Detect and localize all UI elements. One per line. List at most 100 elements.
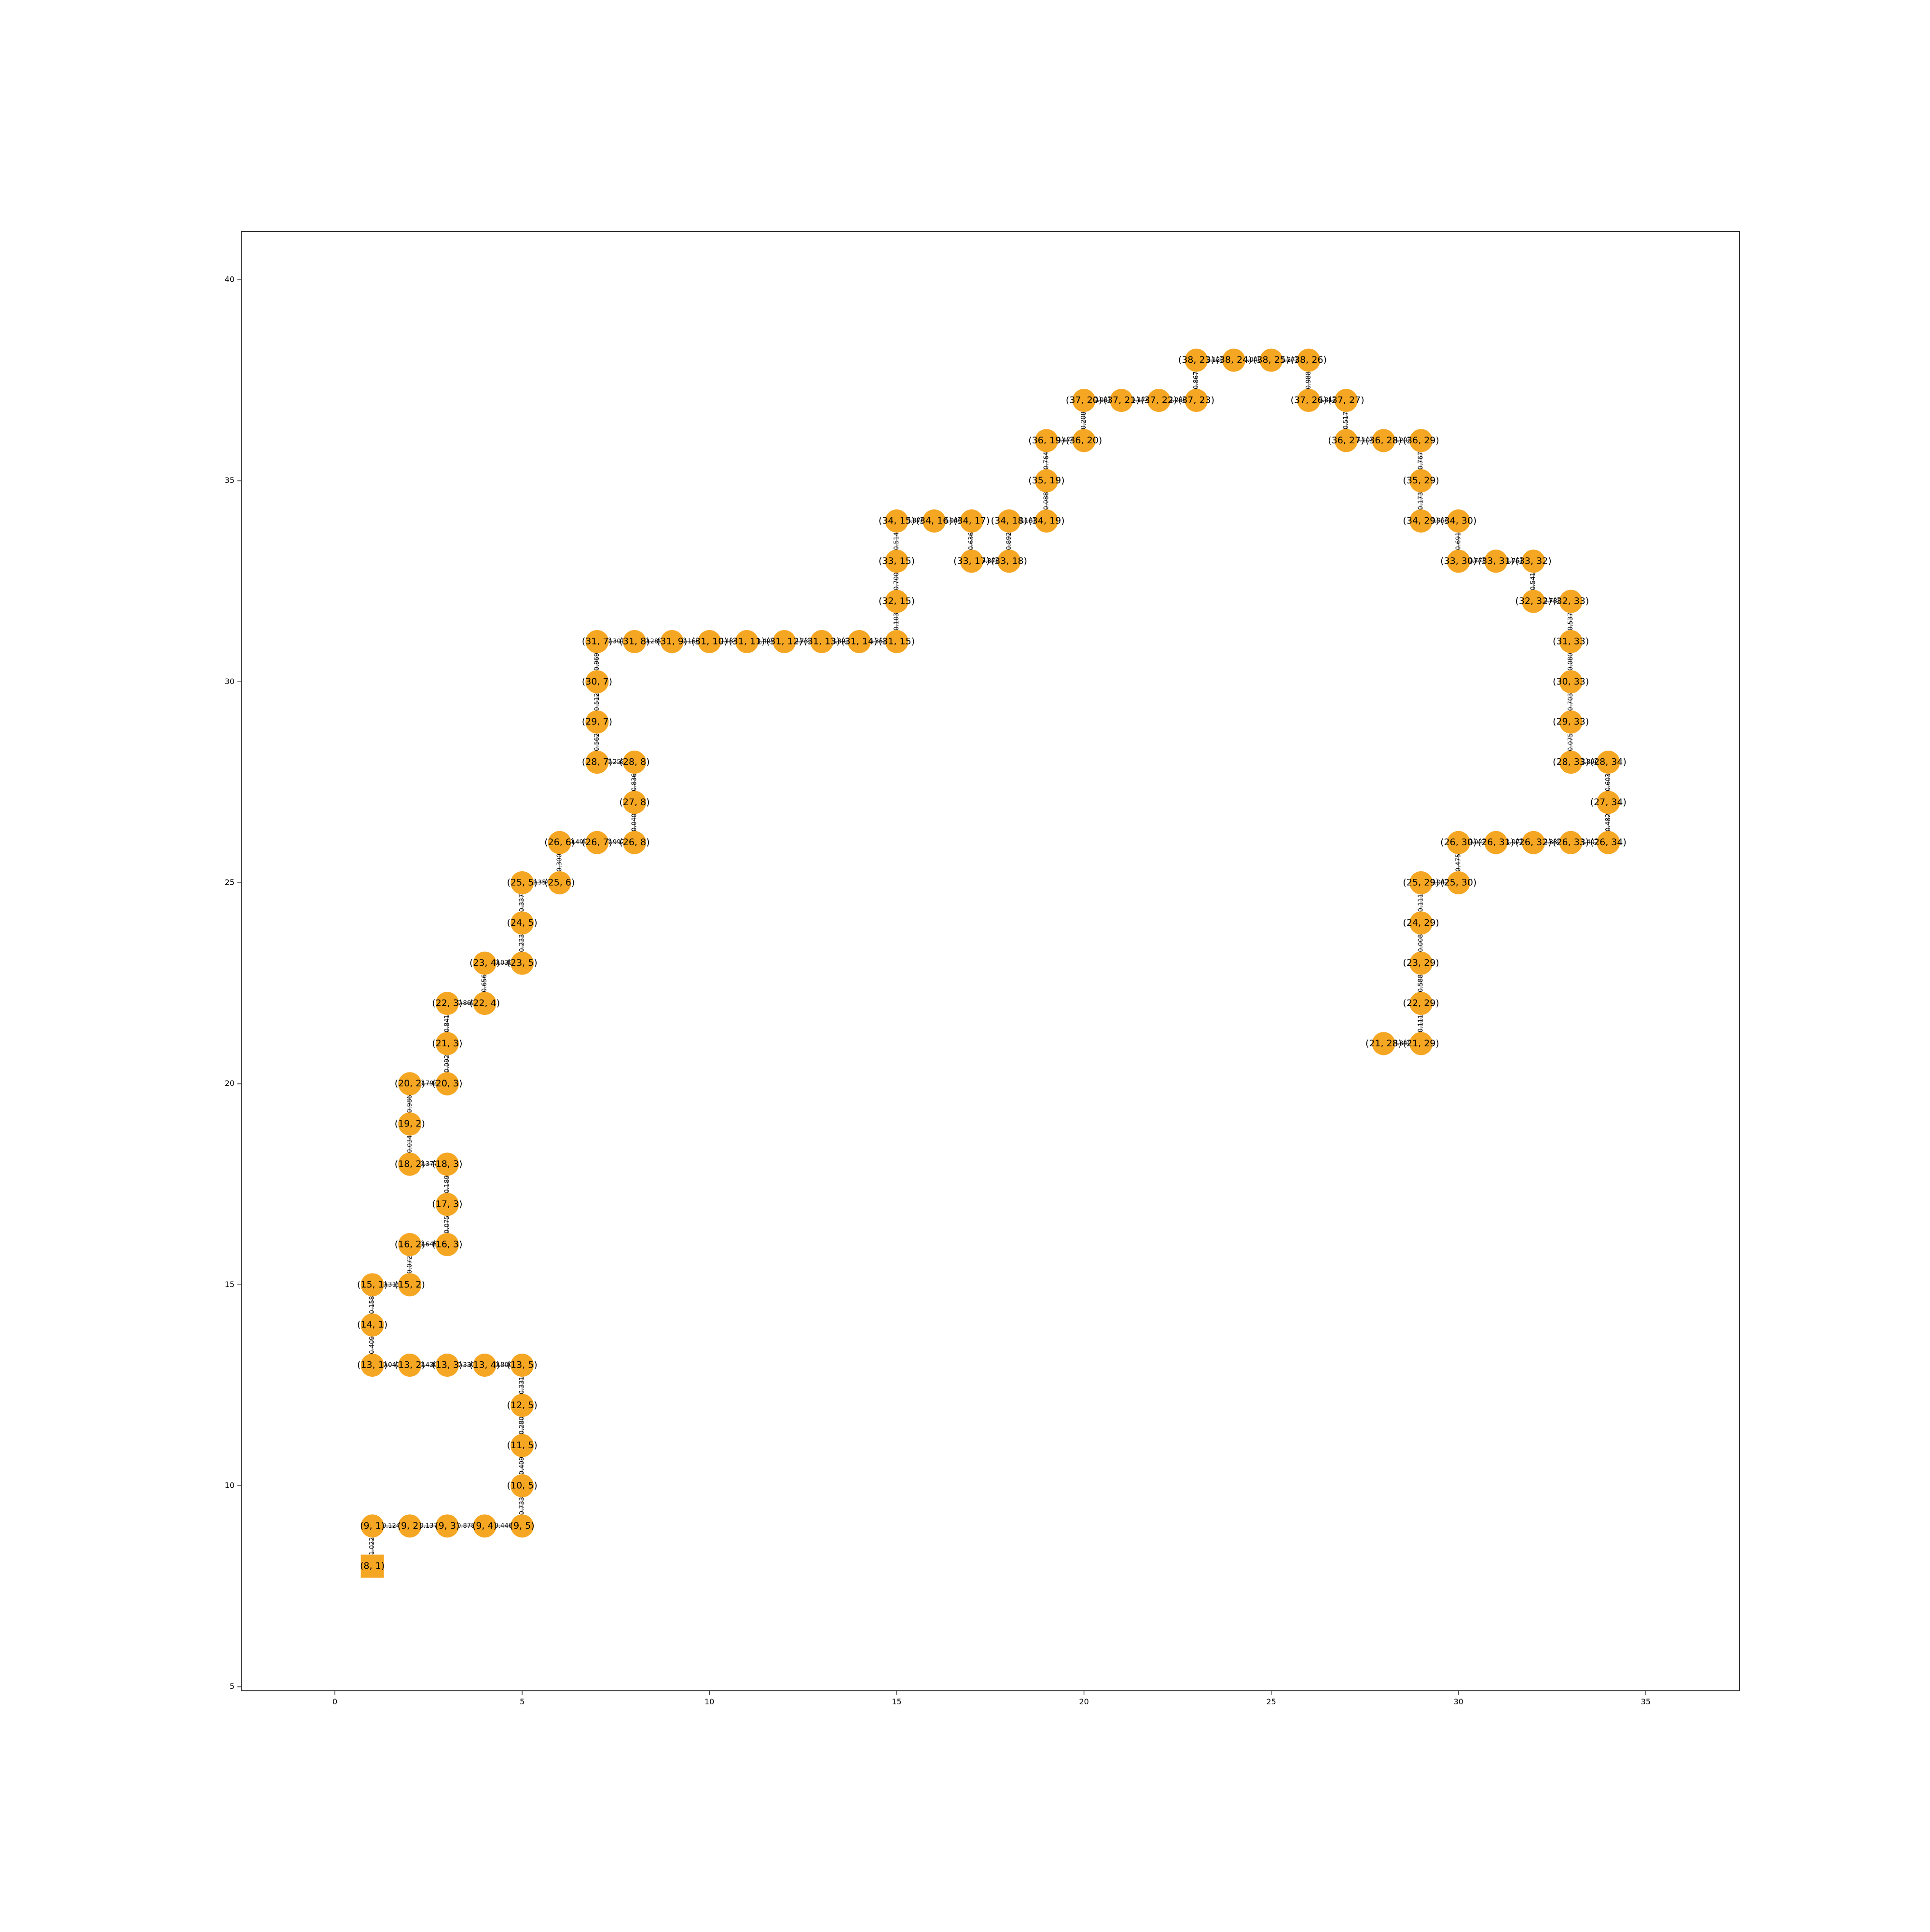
x-tick-label: 25	[1267, 1697, 1276, 1706]
edge-weight-label: 0.603	[1605, 773, 1612, 791]
edge-weight-label: 0.088	[1043, 492, 1050, 510]
graph-node	[510, 911, 534, 935]
node-label: (27, 34)	[1590, 797, 1627, 808]
graph-node	[1110, 389, 1133, 412]
node-label: (20, 3)	[432, 1078, 462, 1089]
edge-weight-label: 0.376	[981, 558, 999, 565]
edge-weight-label: 0.072	[406, 1256, 414, 1274]
graph-node	[473, 1354, 496, 1377]
graph-node	[510, 1394, 534, 1417]
node-label: (23, 4)	[469, 958, 500, 968]
graph-node	[1185, 348, 1208, 372]
graph-node	[548, 831, 571, 854]
edge-weight-label: 0.280	[1169, 397, 1186, 404]
graph-node	[1072, 389, 1096, 412]
graph-node	[885, 509, 909, 533]
node-label: (9, 1)	[360, 1521, 385, 1531]
node-label: (25, 5)	[507, 877, 538, 888]
graph-node	[1409, 951, 1433, 975]
node-label: (18, 2)	[395, 1159, 425, 1169]
node-label: (30, 7)	[582, 676, 612, 687]
x-tick-label: 0	[332, 1697, 337, 1706]
graph-node	[1409, 992, 1433, 1015]
graph-node	[585, 630, 609, 653]
edge-weight-label: 0.126	[1206, 356, 1224, 364]
node-label: (34, 19)	[1028, 516, 1064, 526]
node-label: (17, 3)	[432, 1199, 462, 1209]
edge-weight-label: 0.046	[944, 518, 962, 525]
graph-node	[1559, 630, 1583, 653]
edge-weight-label: 0.103	[893, 613, 900, 630]
graph-node	[623, 791, 647, 814]
graph-node	[1409, 911, 1433, 935]
graph-node	[510, 1474, 534, 1497]
node-label: (16, 3)	[432, 1239, 462, 1250]
graph-node	[1597, 791, 1620, 814]
graph-node	[1559, 670, 1583, 694]
edge-weight-label: 0.271	[1281, 356, 1299, 364]
edge-weight-label: 0.173	[1418, 492, 1425, 510]
edge-weight-label: 0.330	[457, 1362, 475, 1369]
graph-node	[398, 1233, 422, 1256]
node-label: (31, 14)	[841, 636, 877, 647]
graph-node	[1409, 1032, 1433, 1055]
edge-weight-label: 0.340	[1393, 1040, 1411, 1047]
node-label: (26, 34)	[1590, 837, 1627, 848]
node-label-layer: (8, 1)(9, 1)(9, 2)(9, 3)(9, 4)(9, 5)(10,…	[357, 355, 1627, 1571]
node-label: (36, 27)	[1328, 435, 1364, 446]
graph-node	[585, 751, 609, 774]
node-label: (13, 4)	[469, 1360, 500, 1370]
edge-weight-label: 0.876	[907, 518, 924, 525]
edge-weight-label: 0.645	[420, 1241, 438, 1248]
node-label: (37, 26)	[1291, 395, 1327, 406]
edge-weight-label: 0.517	[1342, 411, 1350, 429]
node-label: (26, 32)	[1515, 837, 1551, 848]
edge-weight-label: 0.034	[406, 1135, 414, 1153]
edge-weight-label: 0.331	[519, 1376, 526, 1394]
edge-weight-label: 0.793	[420, 1080, 438, 1087]
graph-node	[1447, 871, 1470, 894]
graph-node	[398, 1152, 422, 1176]
node-label: (35, 29)	[1403, 475, 1439, 486]
node-label: (38, 23)	[1178, 355, 1214, 365]
graph-node	[398, 1112, 422, 1136]
edge-weight-label: 0.407	[1581, 839, 1599, 846]
node-label: (33, 18)	[991, 556, 1027, 566]
edge-weight-label: 0.301	[607, 638, 625, 645]
y-tick-label: 15	[225, 1280, 234, 1289]
node-label: (32, 32)	[1515, 596, 1551, 606]
graph-node	[997, 509, 1021, 533]
node-label: (34, 18)	[991, 516, 1027, 526]
node-label: (16, 2)	[395, 1239, 425, 1250]
edge-weight-label: 0.700	[893, 572, 900, 590]
start-node-marker	[360, 1554, 384, 1578]
y-tick-label: 35	[225, 476, 234, 485]
edge-weight-label: 0.475	[1455, 854, 1462, 872]
graph-node	[1597, 751, 1620, 774]
node-label: (19, 2)	[395, 1119, 425, 1129]
graph-node	[585, 670, 609, 694]
node-label: (26, 30)	[1440, 837, 1476, 848]
graph-node	[1597, 831, 1620, 854]
node-label: (35, 19)	[1028, 475, 1064, 486]
graph-node	[1372, 1032, 1395, 1055]
edge-weight-label: 0.988	[1305, 371, 1312, 389]
y-tick-label: 30	[225, 677, 234, 686]
edge-weight-label: 0.409	[369, 1336, 376, 1354]
edge-weight-label: 0.775	[1468, 558, 1486, 565]
graph-node	[847, 630, 871, 653]
node-label: (13, 2)	[395, 1360, 425, 1370]
edge-weight-label: 0.767	[1418, 452, 1425, 469]
node-label: (32, 15)	[879, 596, 915, 606]
edge-weight-label: 0.280	[519, 1416, 526, 1434]
node-label: (36, 28)	[1365, 435, 1402, 446]
graph-node	[1334, 429, 1358, 452]
node-label: (22, 3)	[432, 998, 462, 1009]
node-label: (27, 8)	[619, 797, 649, 808]
node-label: (38, 26)	[1291, 355, 1327, 365]
graph-node	[1072, 429, 1096, 452]
edge-weight-label: 0.174	[1131, 397, 1149, 404]
edge-weight-label: 0.092	[443, 1055, 451, 1072]
graph-node	[398, 1273, 422, 1297]
